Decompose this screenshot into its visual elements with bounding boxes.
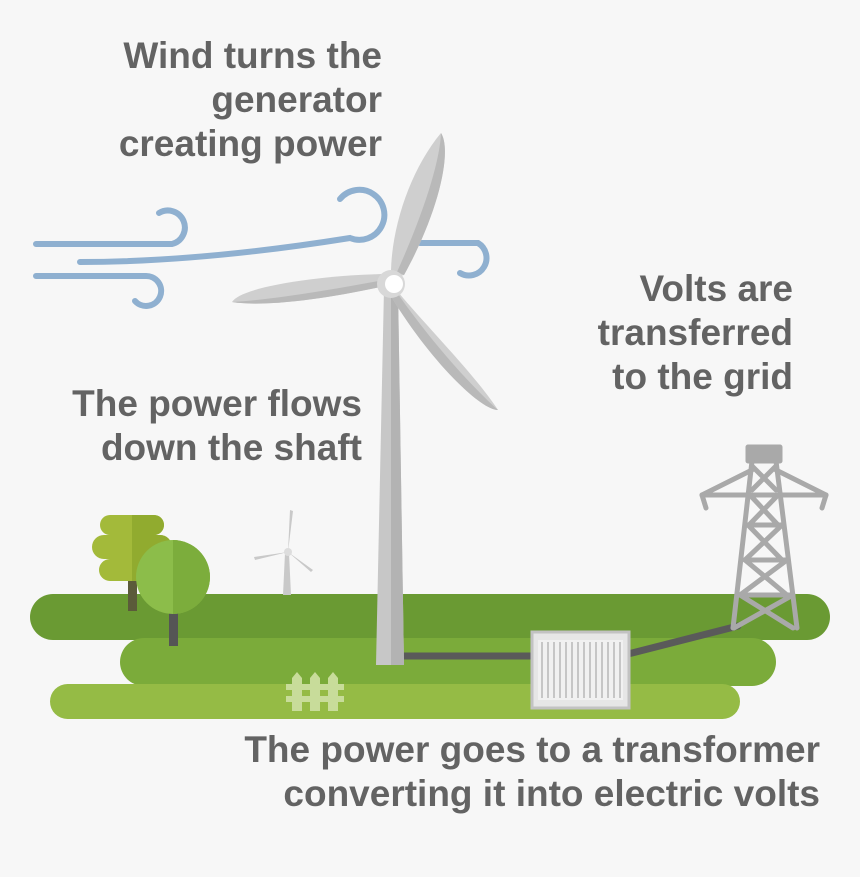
pylon-icon [699,444,829,631]
transformer-caption-line-1: The power goes to a transformer [244,729,820,770]
grid-caption-line-3: to the grid [612,356,793,397]
ground-front-strip [50,684,740,719]
shaft-caption-line-1: The power flows [72,383,362,424]
wind-caption-line-2: generator [211,79,382,120]
transformer-icon [530,630,631,710]
grid-caption: Volts are transferred to the grid [598,267,793,399]
fence-icon [286,672,344,711]
grid-caption-line-2: transferred [597,312,793,353]
wind-caption: Wind turns the generator creating power [119,34,382,166]
ground-back-strip [30,594,830,640]
power-cable [400,622,742,660]
grid-caption-line-1: Volts are [639,268,793,309]
wind-gust-icon [33,186,490,309]
tree-icon [136,540,210,646]
small-turbine-icon [254,510,313,595]
ground-middle-strip [120,638,776,686]
wind-caption-line-3: creating power [118,123,382,164]
wind-caption-line-1: Wind turns the [123,35,382,76]
wind-turbine-icon [232,133,498,665]
shaft-caption: The power flows down the shaft [72,382,362,470]
transformer-caption-line-2: converting it into electric volts [283,773,820,814]
transformer-caption: The power goes to a transformer converti… [0,728,820,816]
shaft-caption-line-2: down the shaft [100,427,362,468]
